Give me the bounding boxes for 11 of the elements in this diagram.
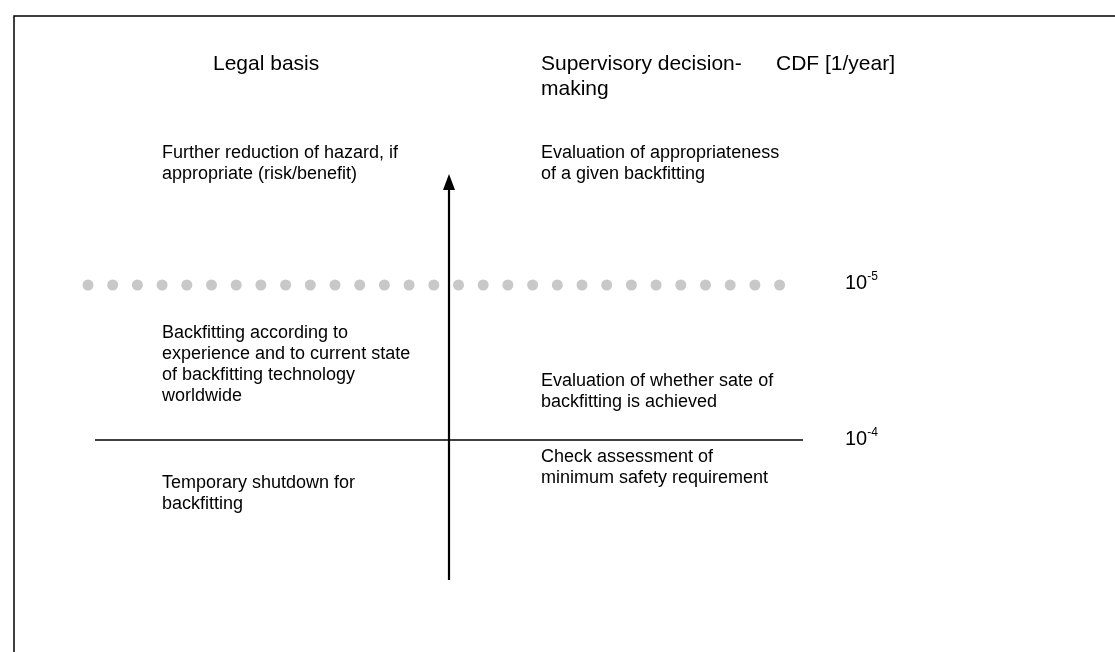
column-heading: Legal basis [213,50,320,75]
threshold-value: 10$^{-4}$ [845,428,878,449]
row-text: Check assessment of minimum safety requirement [541,446,770,488]
row-text: Backfitting according to experience and to current state of backfitting technology worldwide [162,322,412,406]
row-text: Temporary shutdown for backfitting [162,472,357,514]
threshold-value: 10$^{-5}$ [845,272,878,293]
row-text: Further reduction of hazard, if appropriate (risk/benefit) [162,142,400,184]
column-heading: CDF [1/year] [776,50,896,75]
column-heading: Supervisory decision-making [541,50,743,100]
row-text: Evaluation of appropriateness of a given backfitting [541,142,781,184]
row-text: Evaluation of whether sate of backfitting is achieved [541,370,775,412]
